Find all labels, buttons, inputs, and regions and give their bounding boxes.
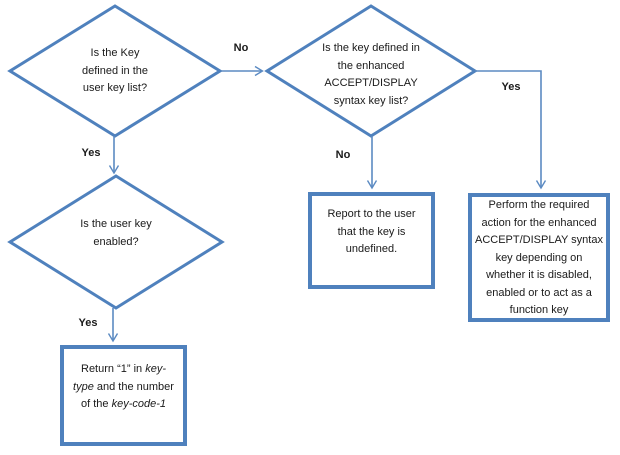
text-line: type and the number xyxy=(62,379,185,397)
arrowhead-down-icon xyxy=(108,165,120,175)
branch-label-no: No xyxy=(335,149,351,161)
text-segment: and the number xyxy=(93,380,174,393)
arrowhead-down-icon xyxy=(366,180,378,190)
text-line: that the key is xyxy=(337,225,406,238)
branch-label-yes: Yes xyxy=(501,81,521,93)
arrowhead-down-icon xyxy=(535,180,547,190)
text-line: syntax key list? xyxy=(333,94,409,107)
text-line: enabled or to act as a xyxy=(486,286,592,299)
text-line: Report to the user xyxy=(327,208,416,220)
diamond-enhanced-syntax-key-text: Is the key defined in the enhanced ACCEP… xyxy=(291,40,451,110)
text-segment: Return “1” in xyxy=(81,363,146,375)
text-line: ACCEPT/DISPLAY xyxy=(324,77,418,89)
branch-label-yes: Yes xyxy=(81,147,101,159)
arrowhead-down-icon xyxy=(107,333,119,343)
process-box-report-undefined xyxy=(308,192,435,289)
text-line: Is the key defined in xyxy=(322,42,420,54)
text-line: enabled? xyxy=(93,235,139,248)
decision-diamond-enhanced-syntax-key xyxy=(264,4,478,138)
text-line: function key xyxy=(509,304,569,316)
decision-diamond-user-key-defined xyxy=(7,4,223,138)
text-line: Is the user key xyxy=(80,218,152,230)
text-line: whether it is disabled, xyxy=(486,269,592,281)
text-line: the enhanced xyxy=(337,59,405,72)
report-undefined-box-text: Report to the user that the key is undef… xyxy=(310,206,433,259)
text-line: of the key-code-1 xyxy=(62,396,185,414)
perform-action-box-text: Perform the required action for the enha… xyxy=(470,197,608,320)
branch-label-yes: Yes xyxy=(78,317,98,329)
connector-yes-to-perform-box xyxy=(475,70,542,187)
text-segment-italic: key-code-1 xyxy=(111,398,166,410)
process-box-perform-action xyxy=(468,193,610,322)
text-line: action for the enhanced xyxy=(481,216,597,229)
text-segment: of the xyxy=(81,398,112,410)
text-line: Is the Key xyxy=(90,47,140,59)
text-segment-italic: key- xyxy=(145,363,166,375)
diamond-user-key-enabled-text: Is the user key enabled? xyxy=(36,216,196,251)
text-line: ACCEPT/DISPLAY syntax xyxy=(475,234,603,246)
return-key-type-box-text: Return “1” in key- type and the number o… xyxy=(62,361,185,414)
text-line: undefined. xyxy=(345,243,398,255)
text-line: defined in the xyxy=(81,64,149,77)
arrowhead-right-icon xyxy=(254,65,264,77)
text-segment-italic: type xyxy=(73,380,94,393)
process-box-return-key-type xyxy=(60,345,187,446)
text-line: Perform the required xyxy=(488,199,590,211)
text-line: user key list? xyxy=(82,82,148,94)
text-line: key depending on xyxy=(495,251,583,264)
text-line: Return “1” in key- xyxy=(62,361,185,379)
decision-diamond-user-key-enabled xyxy=(7,174,225,310)
branch-label-no: No xyxy=(233,42,249,54)
diamond-user-key-defined-text: Is the Key defined in the user key list? xyxy=(40,45,190,98)
